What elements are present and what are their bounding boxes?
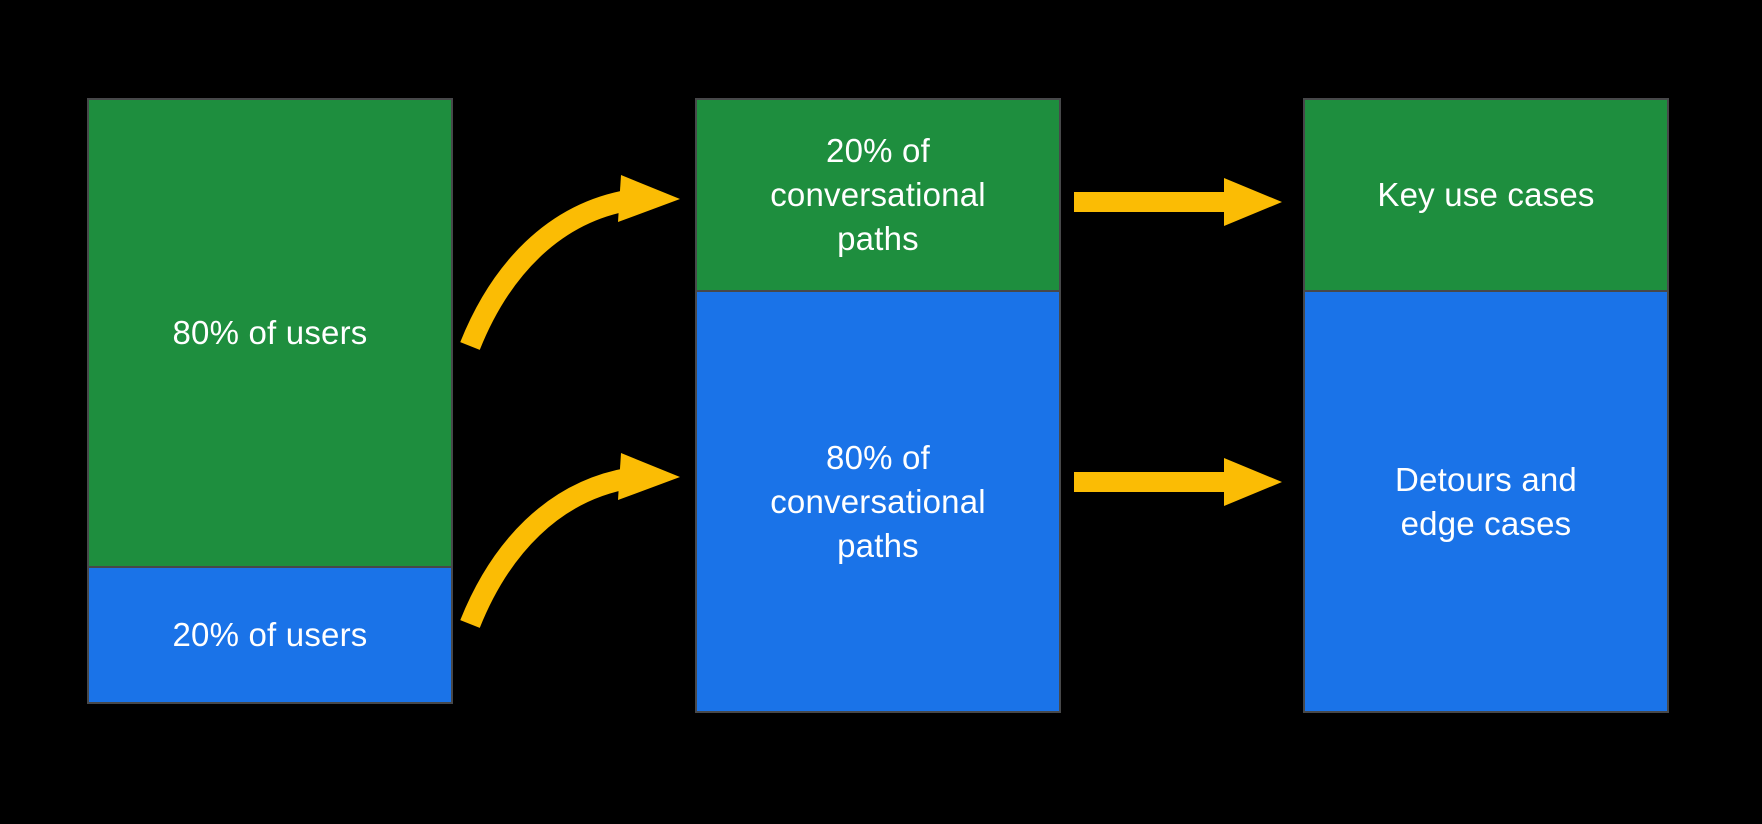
paths-minority-segment: 20% of conversational paths [697, 100, 1059, 292]
straight-arrow-bottom-icon [1074, 458, 1282, 506]
paths-majority-segment: 80% of conversational paths [697, 292, 1059, 711]
paths-minority-label: 20% of conversational paths [770, 132, 986, 257]
key-use-cases-label: Key use cases [1377, 176, 1595, 213]
detours-edge-cases-label: Detours and edge cases [1395, 460, 1577, 542]
outcomes-column: Key use cases Detours and edge cases [1303, 98, 1669, 713]
detours-edge-cases-segment: Detours and edge cases [1305, 292, 1667, 711]
straight-arrow-top-icon [1074, 178, 1282, 226]
users-minority-segment: 20% of users [89, 568, 451, 702]
users-majority-label: 80% of users [172, 314, 368, 351]
conversational-paths-column: 20% of conversational paths 80% of conve… [695, 98, 1061, 713]
users-minority-label: 20% of users [172, 616, 368, 653]
users-majority-segment: 80% of users [89, 100, 451, 568]
key-use-cases-segment: Key use cases [1305, 100, 1667, 292]
curved-arrow-bottom-icon [460, 453, 680, 628]
paths-majority-label: 80% of conversational paths [770, 438, 986, 564]
curved-arrow-top-icon [460, 175, 680, 350]
users-column: 80% of users 20% of users [87, 98, 453, 704]
